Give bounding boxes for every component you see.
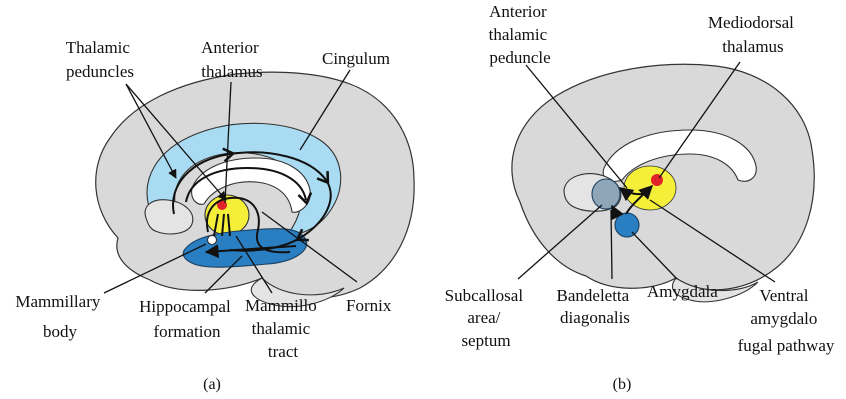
caption-panel-b: (b) xyxy=(613,376,632,393)
label-mediodorsal-thalamus: Mediodorsal thalamus xyxy=(708,13,798,56)
label-ventral-amygdalofugal-pathway: Ventral amygdalo fugal pathway xyxy=(738,286,835,355)
label-mammillary-body: Mammillary body xyxy=(15,292,104,341)
panel-a-diagram xyxy=(96,72,414,306)
label-fornix: Fornix xyxy=(346,296,392,315)
label-bandeletta-diagonalis: Bandeletta diagonalis xyxy=(557,286,634,327)
label-hippocampal-formation: Hippocampal formation xyxy=(139,297,235,341)
caption-panel-a: (a) xyxy=(203,376,221,393)
label-anterior-thalamic-peduncle: Anterior thalamic peduncle xyxy=(489,2,552,67)
label-subcallosal-area-septum: Subcallosal area/ septum xyxy=(445,286,528,350)
mammillary-body-shape xyxy=(208,236,217,245)
label-amygdala: Amygdala xyxy=(647,282,718,301)
subcallosal-septum-shape xyxy=(592,179,620,209)
panel-b-diagram xyxy=(512,64,814,301)
label-mammillo-thalamic-tract: Mammillo thalamic tract xyxy=(245,296,321,361)
label-cingulum: Cingulum xyxy=(322,49,390,68)
label-anterior-thalamus: Anterior thalamus xyxy=(201,38,263,81)
label-thalamic-peduncles: Thalamic peduncles xyxy=(66,38,134,81)
amygdala-shape xyxy=(615,213,639,237)
thalamus-a xyxy=(205,195,249,235)
